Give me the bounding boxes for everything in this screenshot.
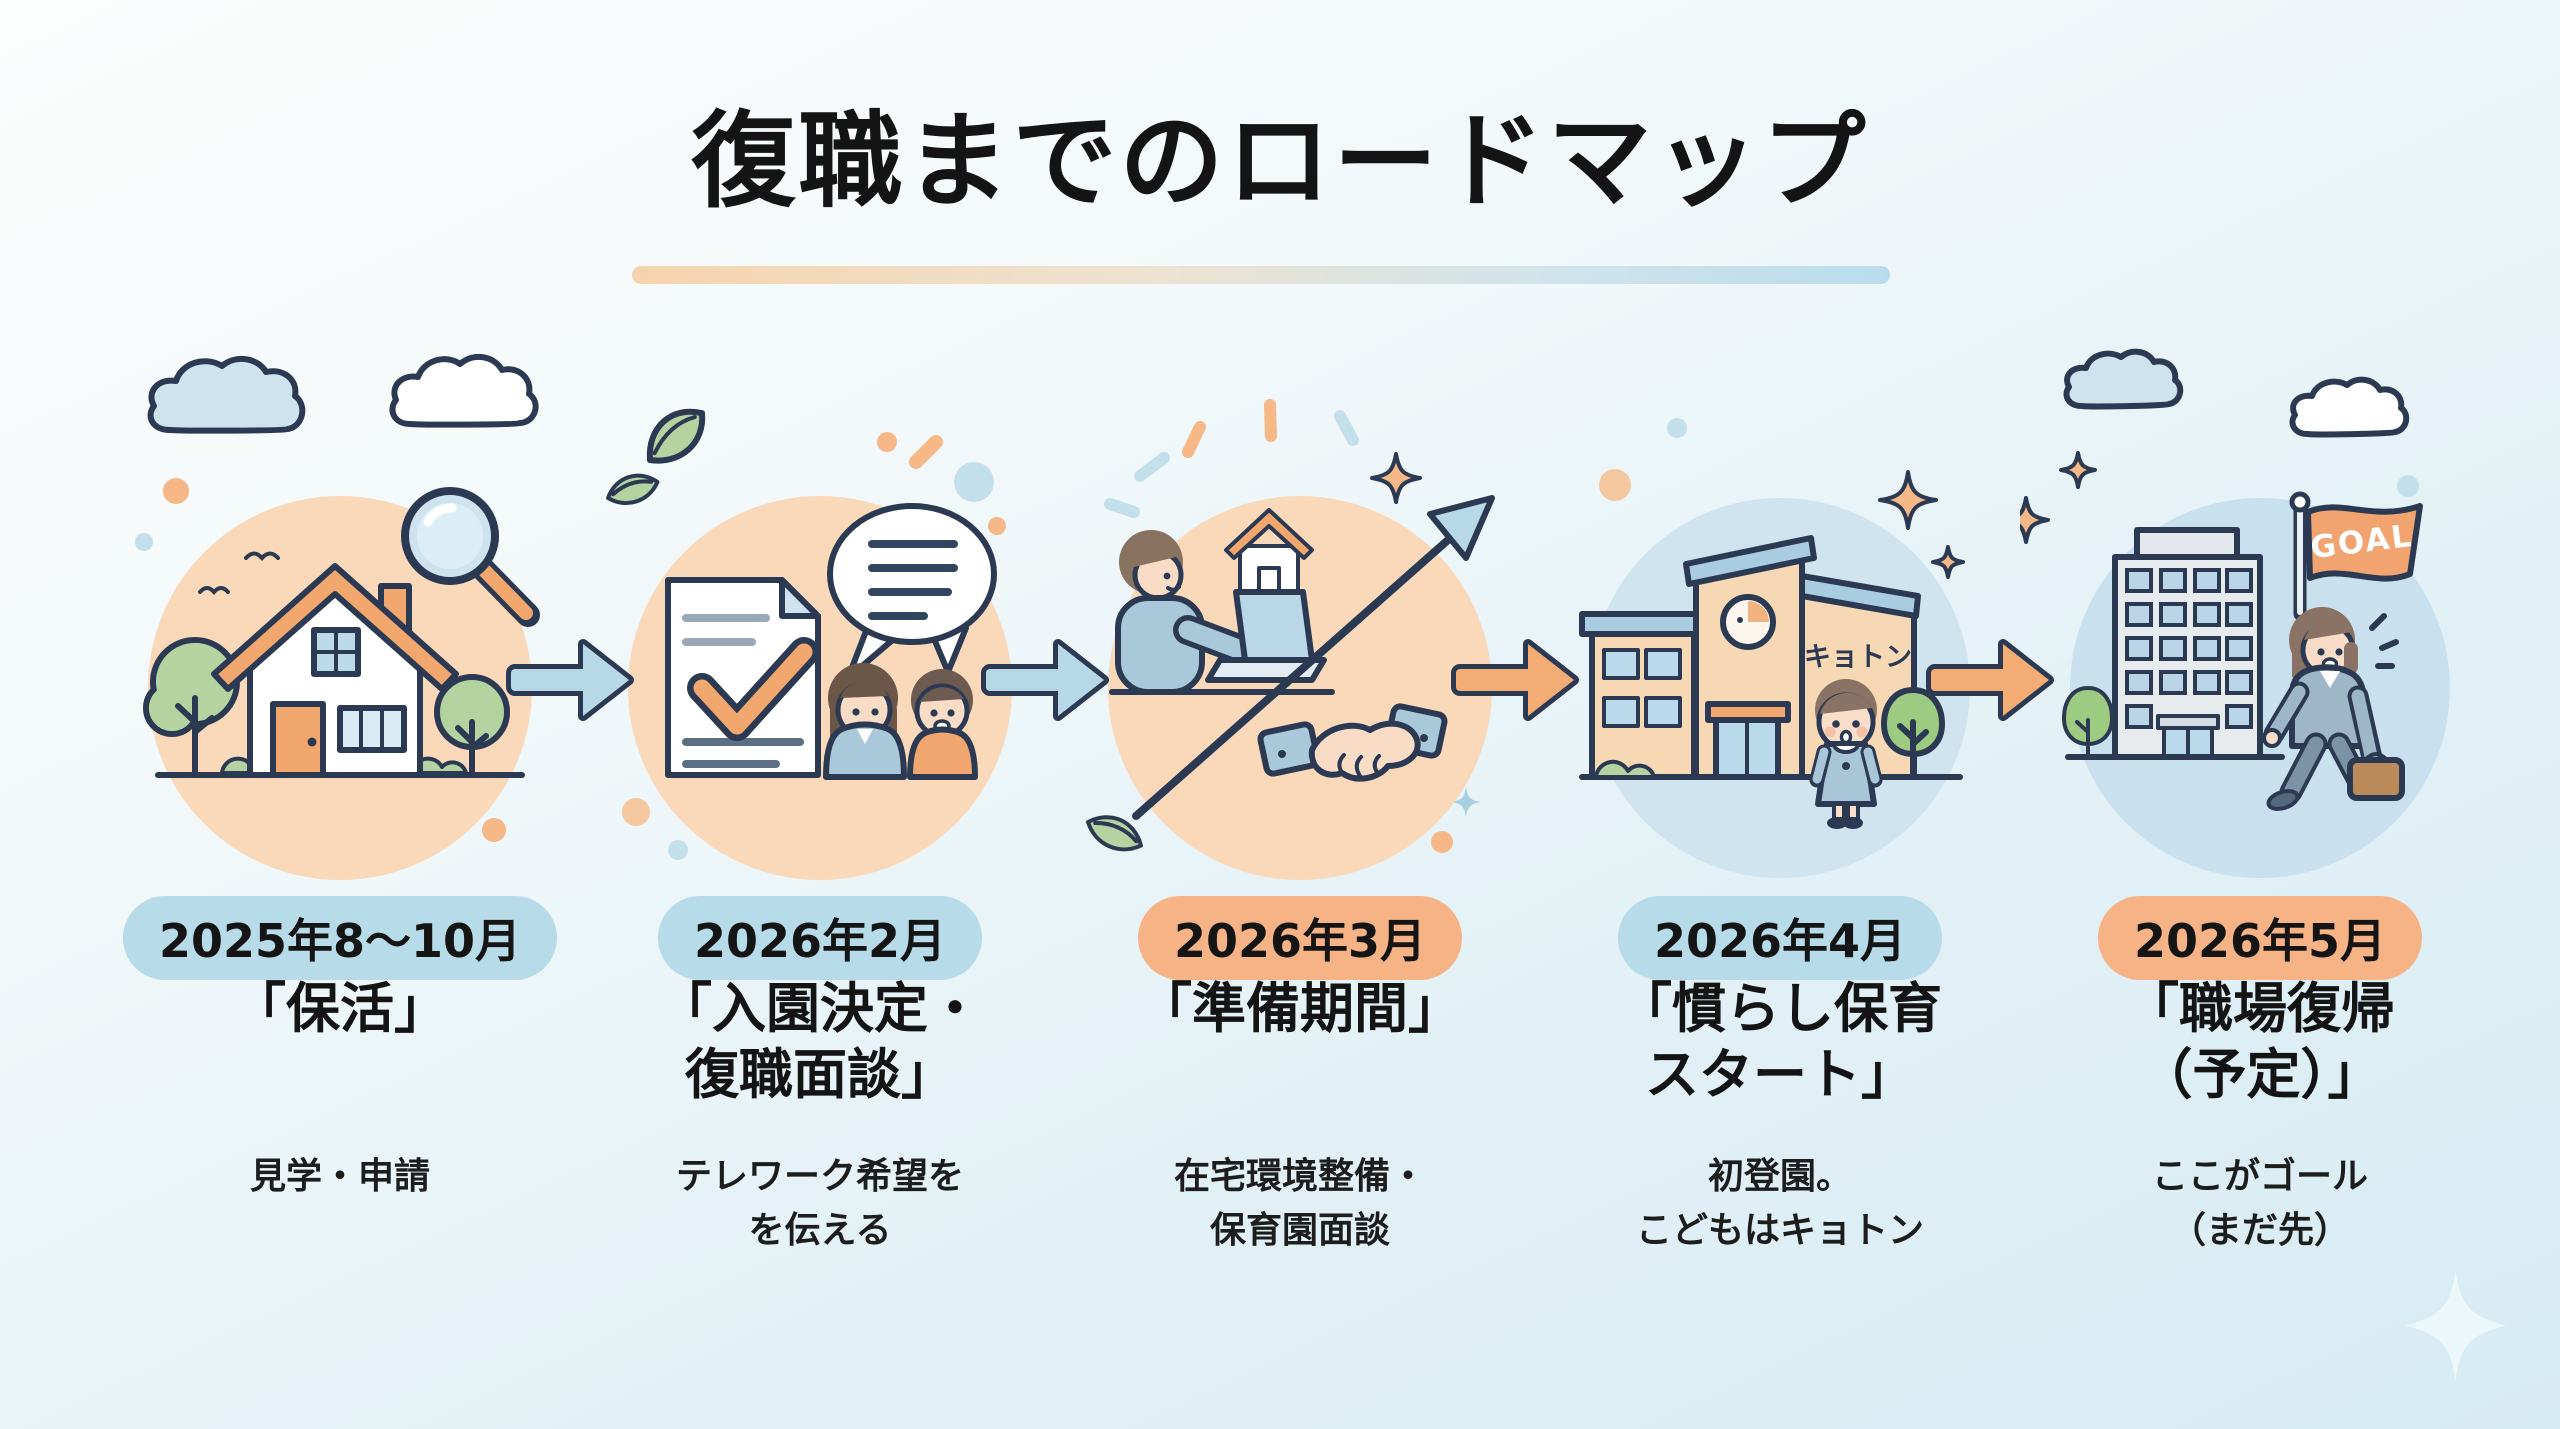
stage-3-description: 在宅環境整備・ 保育園面談 [1173,1156,1426,1251]
stage-5-date-badge: 2026年5月 [2097,896,2423,980]
stage-2-date-badge: 2026年2月 [657,896,983,980]
stage-column-3: 2026年3月 「準備期間」 在宅環境整備・ 保育園面談 [1060,330,1540,1390]
stage-4-date-badge: 2026年4月 [1617,896,1943,980]
decor-dot [988,517,1006,535]
leaf-icon [606,408,706,506]
stage-4-title: 「慣らし保育 スタート」 [1618,977,1942,1106]
stage-column-2: 2026年2月 「入園決定・ 復職面談」 テレワーク希望を を伝える [580,330,1060,1390]
sparkle-icon [2020,451,2097,544]
growth-arrow-icon [1132,495,1495,820]
stage-1-description: 見学・申請 [249,1156,430,1197]
stage-2-illustration [606,408,1012,880]
corner-sparkle-icon [2404,1270,2507,1381]
stage-3-title: 「準備期間」 [1138,977,1462,1040]
stage-column-4: キョトン [1540,330,2020,1390]
sun-rays-icon [1104,399,1359,518]
stage-4-illustration: キョトン [1579,418,1970,878]
leaf-icon [1086,815,1143,852]
decor-dot [482,818,506,842]
arrow-stage2-to-stage3 [981,639,1109,721]
stage-2-title: 「入園決定・ 復職面談」 [658,977,982,1106]
nursery-sign-text: キョトン [1804,642,1912,673]
stage-1-illustration [135,353,540,880]
decor-dot [1599,469,1631,501]
stage-2-description: テレワーク希望を を伝える [675,1156,964,1251]
decor-dot [668,840,688,860]
goal-flag-icon: GOAL [2289,491,2423,621]
cloud-icon [2063,348,2410,438]
handshake-icon [1257,703,1448,782]
sparkle-icon [1370,452,1481,853]
bird-icon [198,551,280,596]
decor-dot [135,533,153,551]
stage-3-illustration [1086,399,1495,880]
magnifier-icon [401,487,540,627]
speech-bubble-icon [827,503,997,681]
stage-5-description: ここがゴール （まだ先） [2151,1156,2368,1251]
stage-column-5: GOAL [2020,330,2500,1390]
decor-dot [2397,475,2419,497]
motion-lines [2369,613,2399,669]
stage-column-1: 2025年8〜10月 「保活」 見学・申請 [100,330,580,1390]
briefcase-icon [2347,752,2405,801]
document-check-icon [665,577,821,778]
cloud-icon [147,353,539,434]
telework-woman-icon [1109,530,1335,695]
page-title: 復職までのロードマップ [691,100,1869,222]
house-icon [155,563,525,778]
tree-icon [1881,687,1945,780]
office-building-icon [2065,527,2285,760]
small-house-icon [1224,508,1314,598]
title-underline [632,266,1890,284]
arrow-stage4-to-stage5 [1926,639,2054,721]
stage-1-date-badge: 2025年8〜10月 [122,896,558,980]
stage-4-description: 初登園。 こどもはキョトン [1635,1156,1924,1251]
parents-icon [823,663,978,780]
arrow-stage3-to-stage4 [1451,639,1579,721]
stage-5-title: 「職場復帰 （予定）」 [2125,977,2395,1106]
child-icon [1809,679,1883,829]
tree-icon [2062,686,2114,759]
decor-dot [877,432,897,452]
stage-circle [1108,496,1492,880]
tree-icon [143,637,510,776]
sparkle-icon [1878,470,1965,579]
stage-3-date-badge: 2026年3月 [1137,896,1463,980]
decor-dash [909,435,943,469]
decor-dot [1667,418,1687,438]
walking-woman-icon [2262,607,2405,811]
arrow-stage1-to-stage2 [506,639,634,721]
decor-dot [622,798,650,826]
decor-dot [163,478,189,504]
decor-dot [954,462,994,502]
stage-5-illustration: GOAL [2020,348,2450,878]
stage-1-title: 「保活」 [232,977,448,1040]
